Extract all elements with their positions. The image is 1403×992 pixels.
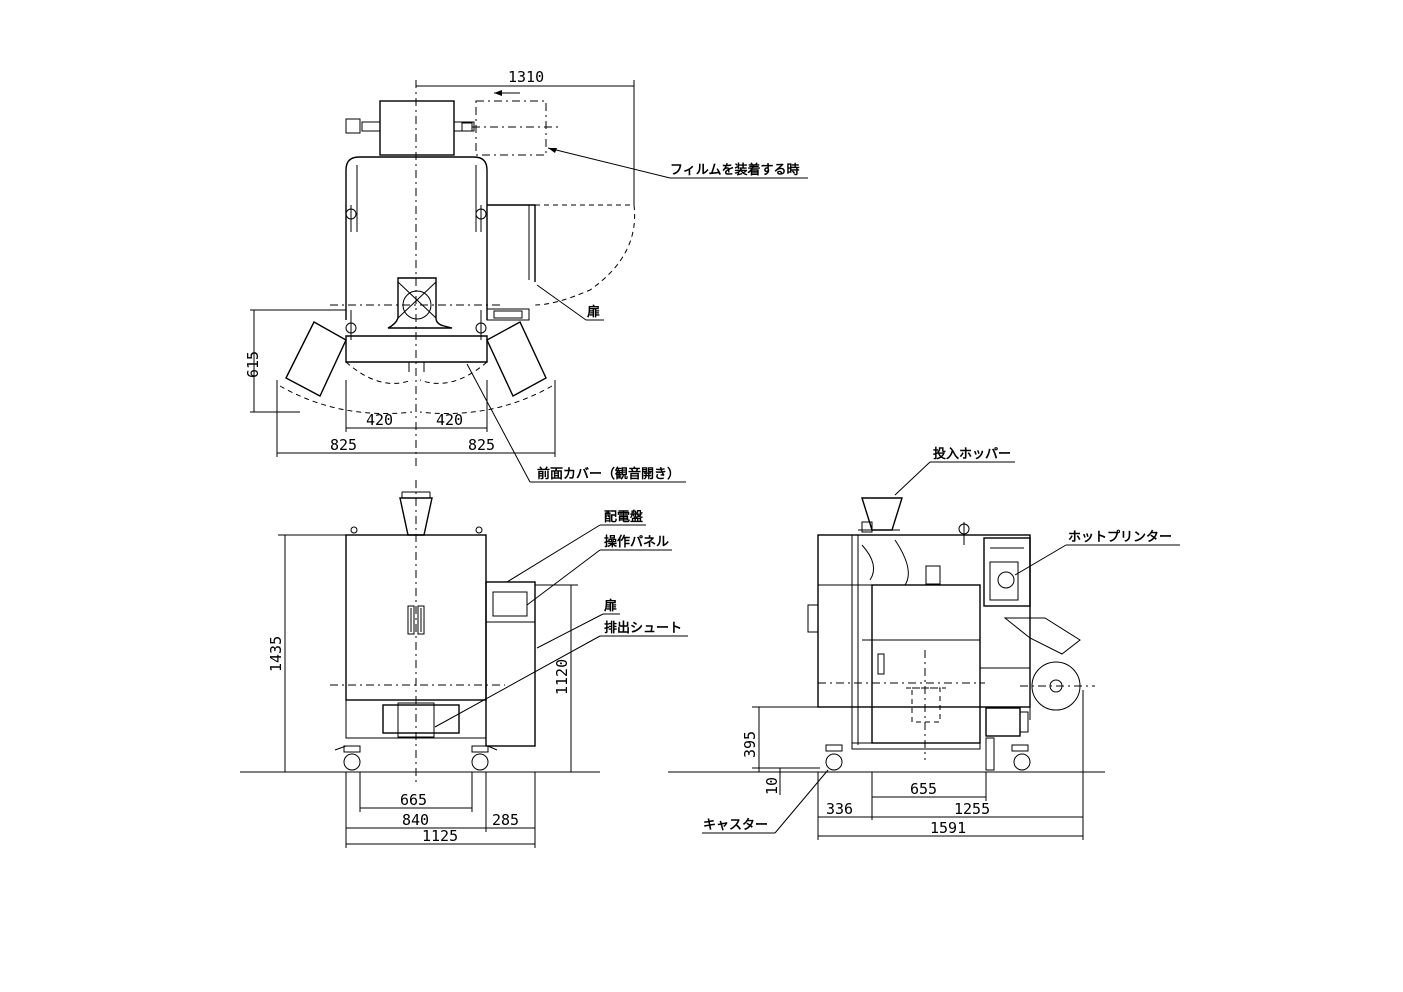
dim-side-total: 1591: [930, 819, 966, 837]
front-caster-right: [471, 745, 498, 771]
dim-front-total: 1125: [422, 827, 458, 845]
top-view: 1310 615 420 420 825 825 フィルムを装着する時 扉 前面…: [244, 68, 808, 483]
label-hot-printer: ホットプリンター: [1068, 530, 1172, 545]
dim-top-span-left: 825: [330, 436, 357, 454]
label-caster: キャスター: [703, 818, 768, 833]
label-control-box: 配電盤: [604, 509, 644, 525]
label-door-front: 扉: [604, 598, 617, 614]
dim-top-width-film: 1310: [508, 68, 544, 86]
side-caster-left: [825, 744, 843, 771]
dim-front-height: 1435: [267, 636, 285, 672]
side-view: 395 10 655 336 1255 1591 投入ホッパー ホットプリンター…: [668, 446, 1180, 840]
dim-top-span-right: 825: [468, 436, 495, 454]
dim-side-lower: 395: [741, 731, 759, 758]
dim-side-front: 336: [826, 800, 853, 818]
dim-side-clearance: 10: [763, 777, 781, 795]
label-hopper: 投入ホッパー: [933, 446, 1011, 462]
label-door-top: 扉: [587, 304, 600, 320]
label-front-cover: 前面カバー（観音開き）: [537, 466, 680, 482]
dim-front-body: 840: [402, 811, 429, 829]
dim-top-half-right: 420: [436, 411, 463, 429]
label-film-mount: フィルムを装着する時: [670, 162, 799, 178]
front-view: 1435 1120 665 840 285 1125 配電盤 操作パネル 扉 排…: [240, 480, 688, 848]
front-caster-left: [334, 745, 361, 771]
dim-side-caster: 655: [910, 780, 937, 798]
label-operation-panel: 操作パネル: [604, 534, 669, 550]
label-discharge-chute: 排出シュート: [604, 620, 682, 636]
dim-front-chute: 665: [400, 791, 427, 809]
side-caster-right: [1011, 744, 1031, 771]
dim-side-body: 1255: [954, 800, 990, 818]
dim-top-depth: 615: [244, 351, 262, 378]
dim-front-panel-height: 1120: [553, 659, 571, 695]
dim-front-side: 285: [492, 811, 519, 829]
dim-top-half-left: 420: [366, 411, 393, 429]
